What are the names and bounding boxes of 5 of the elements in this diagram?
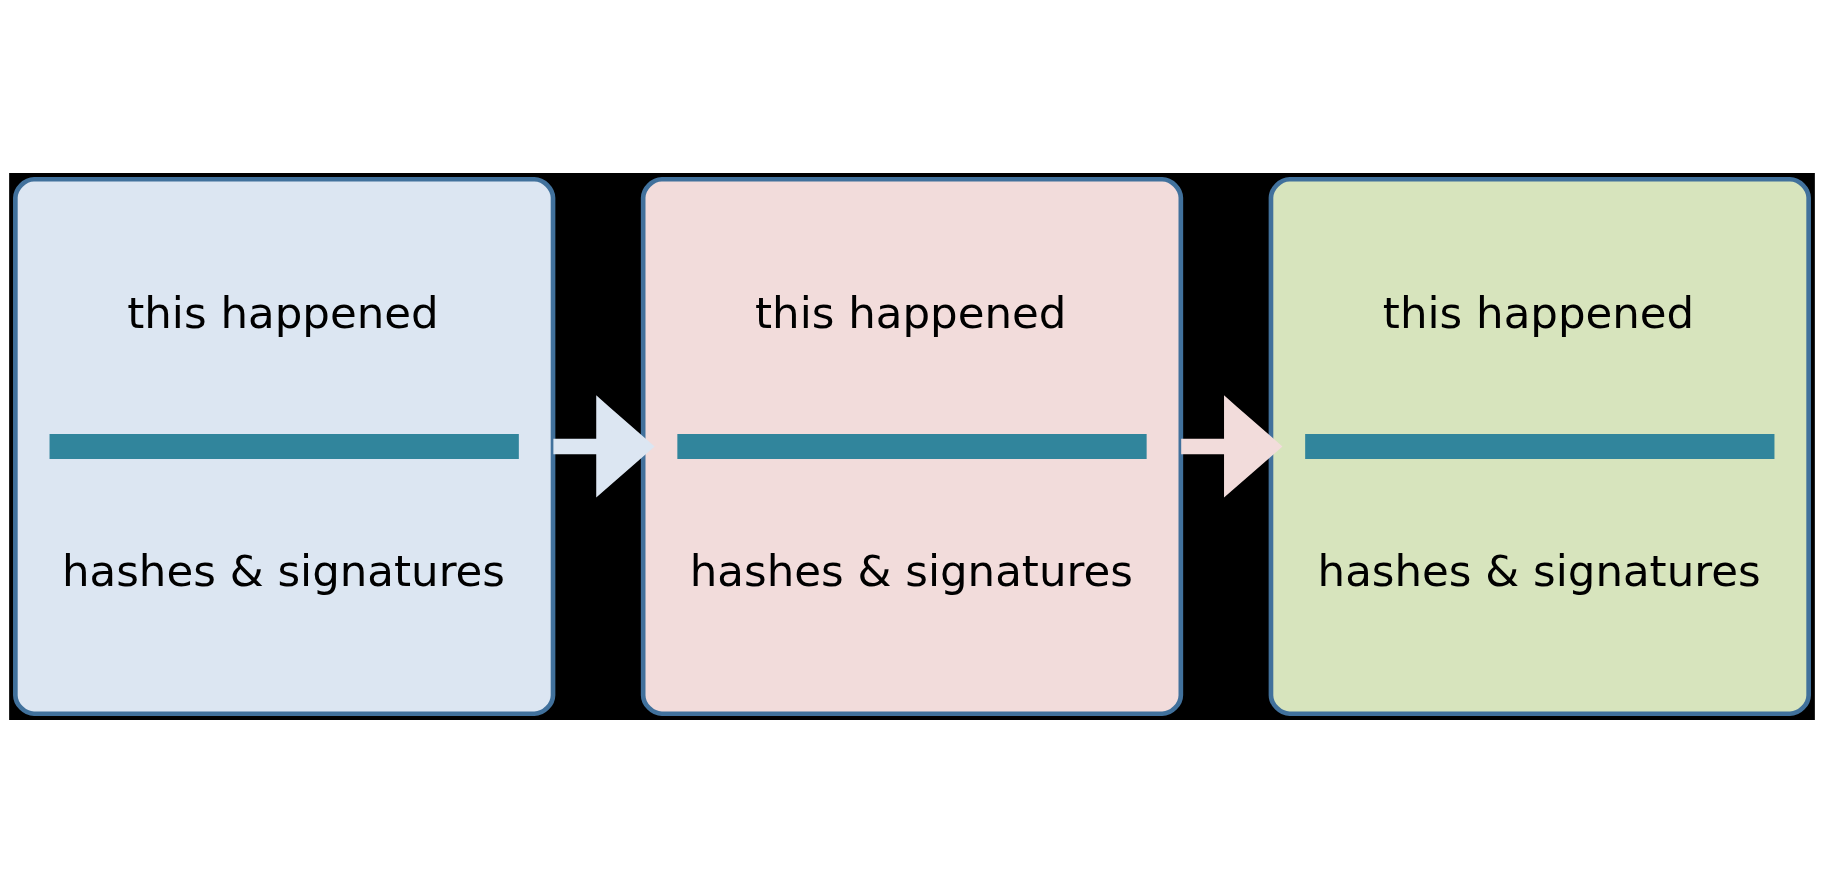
node-box: this happened hashes & signatures [640, 176, 1184, 717]
node-box: this happened hashes & signatures [1268, 176, 1811, 717]
arrow [553, 395, 655, 498]
node-box: this happened hashes & signatures [13, 176, 556, 717]
arrow [1181, 395, 1283, 498]
